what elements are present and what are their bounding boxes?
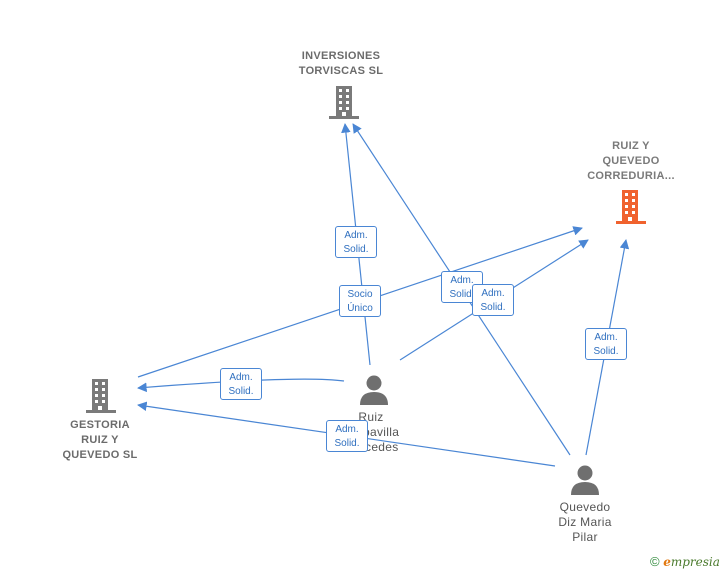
edge-label-ruiz-gestoria: Adm. Solid. <box>220 368 262 400</box>
brand-logo[interactable]: empresia <box>663 555 720 569</box>
edge-label-ruiz-ruiz-quevedo: Adm. Solid. <box>472 284 514 316</box>
building-icon <box>616 190 646 224</box>
edge-label-gestoria-ruiz-quevedo: Socio Único <box>339 285 381 317</box>
company-label-gestoria-ruiz-quevedo[interactable]: GESTORIA RUIZ Y QUEVEDO SL <box>62 419 138 461</box>
building-icon <box>329 86 359 119</box>
edge-label-quevedo-ruiz-quevedo: Adm. Solid. <box>585 328 627 360</box>
company-label-ruiz-quevedo-correduria[interactable]: RUIZ Y QUEVEDO CORREDURIA... <box>587 140 675 182</box>
copyright-notice: © empresia <box>650 554 720 569</box>
edge-label-quevedo-gestoria: Adm. Solid. <box>326 420 368 452</box>
edge-label-ruiz-inversiones: Adm. Solid. <box>335 226 377 258</box>
brand-name: mpresia <box>670 555 720 569</box>
brand-initial: e <box>663 555 671 569</box>
person-icon <box>360 375 388 405</box>
building-icon <box>86 379 116 413</box>
copyright-icon: © <box>650 554 660 569</box>
person-label-quevedo-diz[interactable]: Quevedo Diz Maria Pilar <box>558 500 612 544</box>
edge-ruiz-to-gestoria <box>137 378 345 393</box>
person-icon <box>571 465 599 495</box>
company-label-inversiones-torviscas[interactable]: INVERSIONES TORVISCAS SL <box>298 50 384 77</box>
